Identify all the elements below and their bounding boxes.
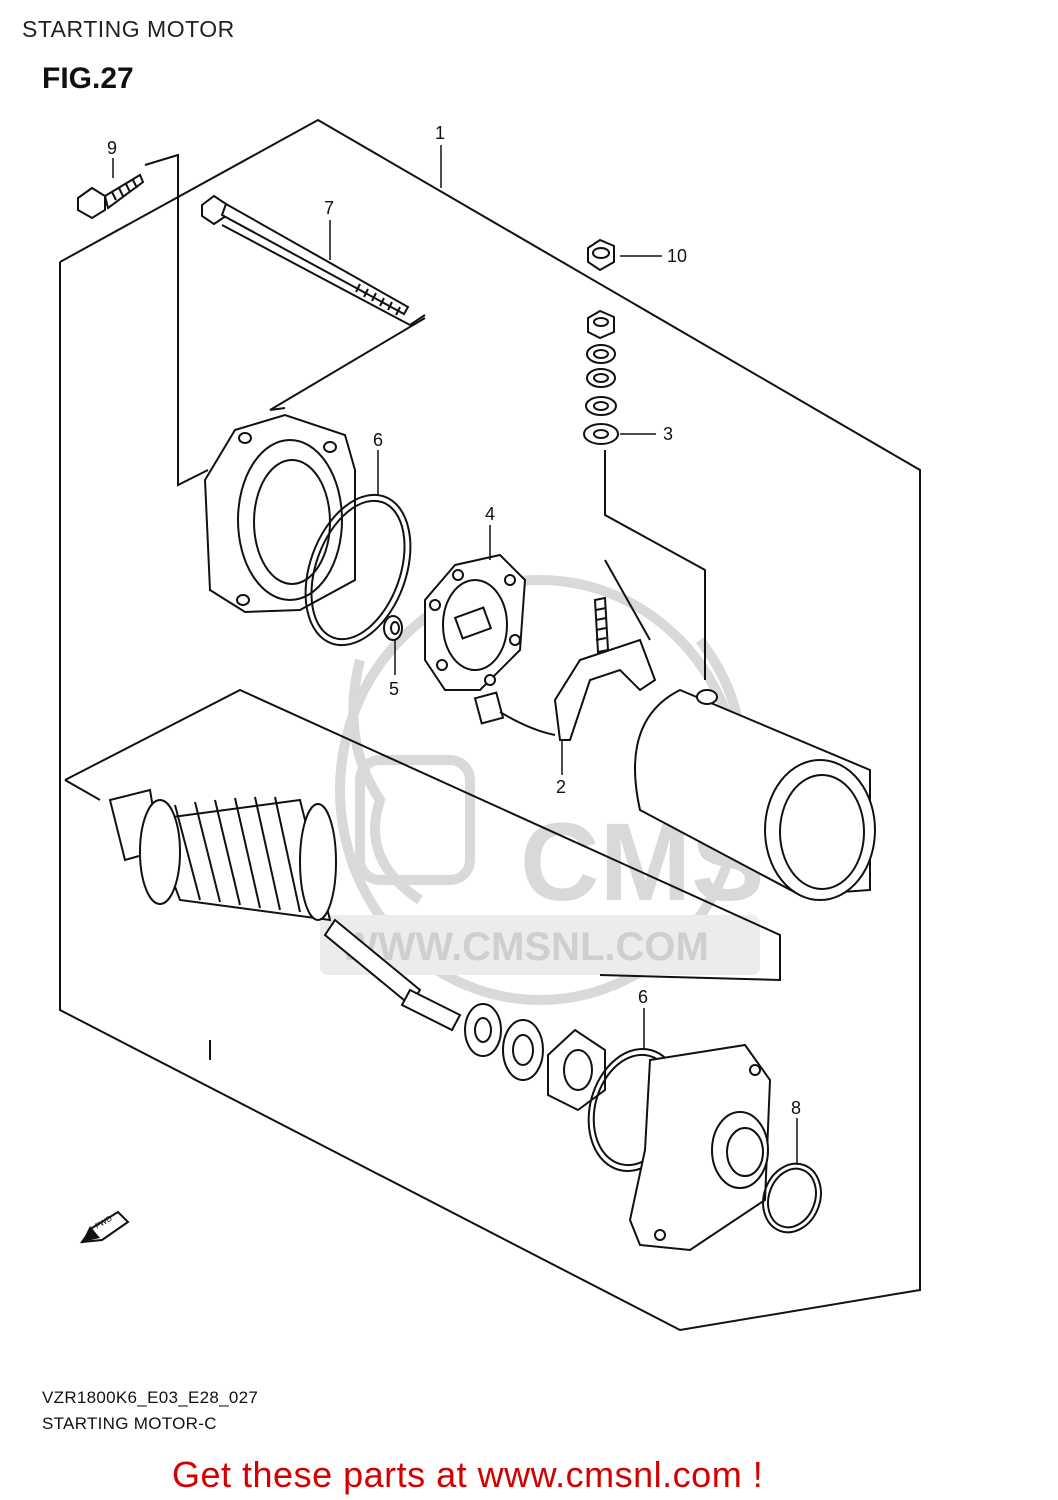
motor-yoke (634, 688, 876, 901)
figure-title: FIG.27 (42, 62, 134, 95)
callout-label-1: 1 (435, 123, 445, 143)
brush-holder-part-4 (424, 553, 527, 691)
o-ring-part-8 (762, 1162, 822, 1234)
nut-part-10 (587, 238, 615, 272)
through-bolt-part-7 (201, 194, 410, 316)
callout-label-8: 8 (791, 1098, 801, 1118)
callout-label-9: 9 (107, 138, 117, 158)
callout-label-10: 10 (667, 246, 687, 266)
call-to-action-link[interactable]: Get these parts at www.cmsnl.com ! (172, 1454, 764, 1495)
callout-label-4: 4 (485, 504, 495, 524)
callout-label-6-lower: 6 (638, 987, 648, 1007)
model-code: VZR1800K6_E03_E28_027 (42, 1388, 259, 1407)
callout-labels: 1 2 3 4 5 6 6 7 8 9 10 (107, 123, 801, 1118)
rear-end-cover (203, 413, 356, 614)
callout-label-5: 5 (389, 679, 399, 699)
watermark-url-text: WWW.CMSNL.COM (340, 925, 709, 969)
front-cover (628, 1043, 772, 1252)
bolt-part-9 (77, 173, 145, 220)
armature (108, 788, 462, 1032)
o-ring-part-6-upper (304, 493, 412, 647)
brush-terminal-part-2 (473, 596, 657, 741)
callout-label-3: 3 (663, 424, 673, 444)
leader-brackets (144, 153, 706, 1060)
diagram-name: STARTING MOTOR-C (42, 1414, 217, 1433)
fwd-arrow-icon: FWD (79, 1210, 130, 1244)
callout-leaders (112, 145, 798, 1165)
front-washers (464, 1003, 606, 1112)
callout-label-2: 2 (556, 777, 566, 797)
callout-label-7: 7 (324, 198, 334, 218)
page-heading: STARTING MOTOR (22, 16, 235, 42)
callout-label-6-upper: 6 (373, 430, 383, 450)
assembly-outline (59, 118, 921, 1332)
bearing-part-5 (383, 615, 403, 641)
washer-stack-part-3 (583, 309, 619, 445)
